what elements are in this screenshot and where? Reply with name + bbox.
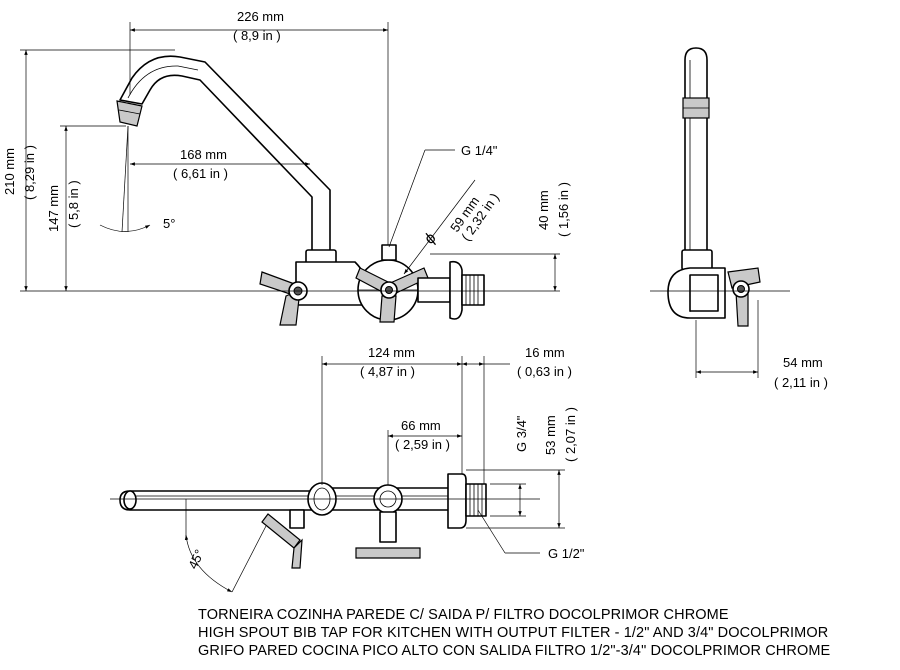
aerator [116, 100, 143, 127]
caption-line-1: TORNEIRA COZINHA PAREDE C/ SAIDA P/ FILT… [198, 607, 729, 623]
center-handle [355, 267, 429, 323]
dim-124-mm: 124 mm [368, 345, 415, 360]
dim-45-deg: 45° [185, 547, 207, 571]
dim-54-mm: 54 mm [783, 355, 823, 370]
dim-147-mm: 147 mm [46, 185, 61, 232]
caption-line-3: GRIFO PARED COCINA PICO ALTO CON SALIDA … [198, 643, 831, 659]
dim-53-mm: 53 mm [543, 415, 558, 455]
dim-66-mm: 66 mm [401, 418, 441, 433]
dim-40-in: ( 1,56 in ) [556, 182, 571, 237]
top-spout [119, 490, 321, 511]
side-spout [684, 47, 708, 263]
side-view: 54 mm ( 2,11 in ) [650, 47, 828, 390]
dim-16-in: ( 0,63 in ) [517, 364, 572, 379]
caption-line-2: HIGH SPOUT BIB TAP FOR KITCHEN WITH OUTP… [198, 625, 828, 641]
dim-124-in: ( 4,87 in ) [360, 364, 415, 379]
wall-flange [449, 260, 463, 320]
dim-66-in: ( 2,59 in ) [395, 437, 450, 452]
dim-168-in: ( 6,61 in ) [173, 166, 228, 181]
dim-210-in: ( 8,29 in ) [22, 145, 37, 200]
dim-53-in: ( 2,07 in ) [563, 407, 578, 462]
dim-147-in: ( 5,8 in ) [66, 180, 81, 228]
dim-54-in: ( 2,11 in ) [774, 375, 828, 390]
front-view [20, 55, 560, 326]
dim-40-mm: 40 mm [536, 190, 551, 230]
dim-226-mm: 226 mm [237, 9, 284, 24]
tap-body [295, 261, 369, 306]
dim-226-in: ( 8,9 in ) [233, 28, 281, 43]
caption: TORNEIRA COZINHA PAREDE C/ SAIDA P/ FILT… [198, 607, 831, 659]
dim-16-mm: 16 mm [525, 345, 565, 360]
label-g12: G 1/2" [548, 546, 585, 561]
dim-168-mm: 168 mm [180, 147, 227, 162]
top-dimensions: 124 mm ( 4,87 in ) 16 mm ( 0,63 in ) 66 … [184, 345, 585, 593]
label-g14: G 1/4" [461, 143, 498, 158]
dim-5-deg: 5° [163, 216, 175, 231]
left-handle [259, 271, 308, 326]
dim-phi: ϕ [422, 229, 440, 248]
top-view [110, 473, 540, 569]
dim-210-mm: 210 mm [2, 148, 17, 195]
label-g34: G 3/4" [514, 415, 529, 452]
